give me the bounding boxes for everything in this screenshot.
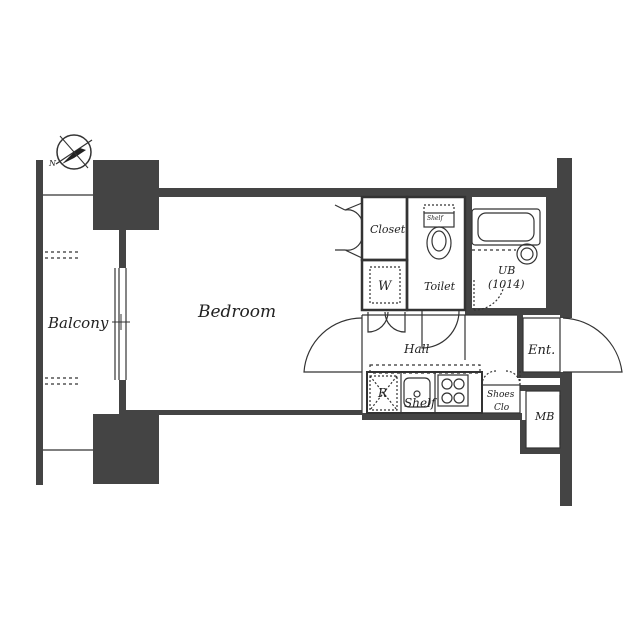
room-labels: Balcony Bedroom Closet W Toilet Shelf UB… [47, 215, 555, 423]
label-shelf: Shelf [404, 396, 438, 410]
label-mb: MB [534, 410, 554, 423]
label-closet: Closet [370, 223, 406, 236]
label-ub: UB [498, 264, 515, 277]
compass-icon: N [48, 134, 93, 170]
walls [36, 158, 572, 506]
label-w: W [378, 279, 393, 294]
label-hall: Hall [403, 342, 429, 356]
label-ub-size: (1014) [488, 278, 525, 291]
label-r: R [377, 386, 387, 400]
label-clo: Clo [494, 403, 510, 413]
compass-north-label: N [48, 159, 57, 168]
label-ent: Ent. [527, 343, 555, 358]
label-toilet: Toilet [424, 280, 456, 293]
interior-lines [43, 194, 623, 451]
label-bedroom: Bedroom [197, 302, 276, 322]
label-toilet-shelf: Shelf [427, 215, 444, 222]
label-balcony: Balcony [47, 314, 109, 332]
label-shoes: Shoes [487, 390, 515, 400]
